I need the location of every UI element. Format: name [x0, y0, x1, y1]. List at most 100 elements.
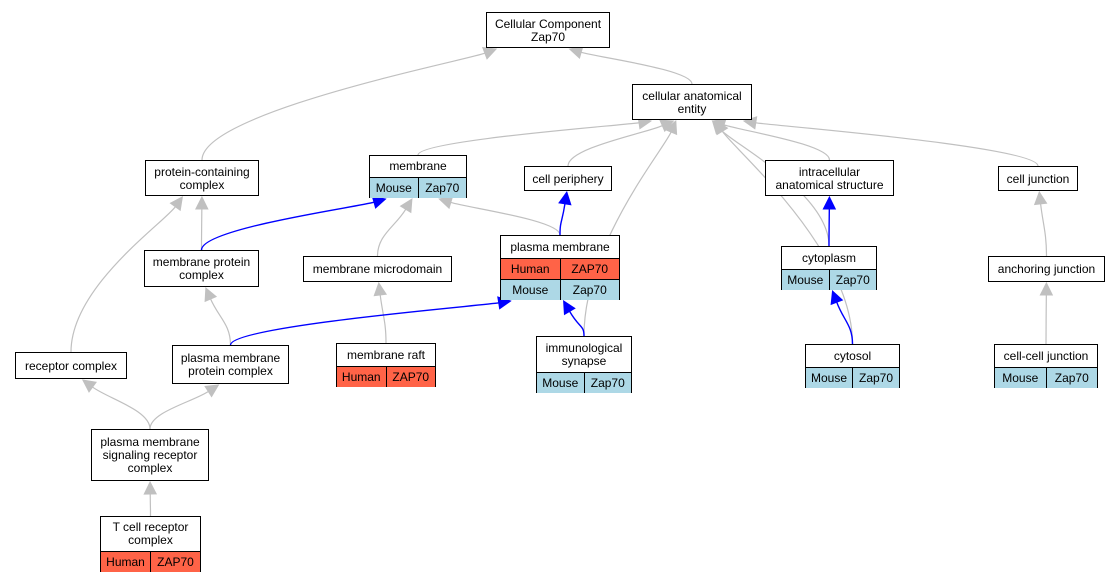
edge-membrane-protein-complex-to-membrane [200, 201, 375, 251]
node-label: receptor complex [24, 358, 118, 373]
node-label: plasma membrane protein complex [180, 351, 281, 378]
node-cell-junction: cell junction [998, 166, 1078, 191]
gene-cell: Zap70 [417, 178, 466, 198]
edge-intracellular-structure-to-anatomical-entity [723, 124, 831, 161]
species-cell: Mouse [782, 270, 829, 290]
species-cell: Human [337, 367, 386, 387]
edge-anatomical-entity-to-cc-root [580, 51, 693, 85]
node-label: plasma membrane signaling receptor compl… [100, 435, 200, 475]
gene-cell: Zap70 [852, 368, 899, 388]
node-label: membrane microdomain [312, 262, 443, 276]
edge-cell-junction-to-anatomical-entity [755, 122, 1039, 167]
edge-immunological-synapse-to-anatomical-entity [583, 131, 672, 337]
node-receptor-complex: receptor complex [15, 352, 127, 379]
node-label: cell periphery [532, 171, 604, 186]
node-anchoring-junction: anchoring junction [988, 256, 1105, 282]
edge-pm-signaling-receptor-complex-to-receptor-complex [92, 386, 151, 430]
node-membrane-microdomain: membrane microdomain [303, 256, 452, 282]
species-cell: Mouse [995, 368, 1046, 388]
node-label: plasma membrane [510, 239, 610, 254]
gene-cell: ZAP70 [385, 367, 435, 387]
node-label: anchoring junction [997, 262, 1096, 276]
edge-protein-containing-complex-to-cc-root [201, 52, 486, 161]
arrowhead [664, 119, 678, 136]
node-label: cytoplasm [801, 250, 857, 265]
node-cell-periphery: cell periphery [524, 166, 612, 191]
node-label: cellular anatomical entity [642, 88, 742, 116]
arrowhead [204, 384, 220, 398]
node-label: immunological synapse [545, 340, 623, 368]
node-label: membrane raft [346, 347, 426, 362]
gene-cell: Zap70 [583, 373, 631, 393]
edge-cytosol-to-anatomical-entity [721, 130, 854, 345]
node-label: membrane protein complex [152, 255, 251, 282]
node-protein-containing-complex: protein-containing complex [145, 160, 259, 196]
arrowhead [373, 281, 388, 297]
edge-immunological-synapse-to-plasma-membrane [569, 311, 585, 337]
node-label: Cellular Component Zap70 [494, 16, 602, 44]
node-label: cell-cell junction [1003, 348, 1089, 363]
edge-plasma-membrane-to-cell-periphery [559, 203, 566, 236]
arrowhead [822, 195, 837, 210]
arrowhead [482, 47, 498, 60]
species-cell: Mouse [501, 280, 560, 300]
arrowhead [169, 196, 184, 212]
node-label: T cell receptor complex [112, 520, 189, 547]
edge-membrane-microdomain-to-membrane [376, 208, 407, 257]
edge-pm-protein-complex-to-plasma-membrane [229, 302, 499, 346]
node-cc-root: Cellular Component Zap70 [486, 12, 610, 48]
gene-cell: Zap70 [559, 280, 619, 300]
arrowhead [195, 195, 209, 210]
edge-pm-signaling-receptor-complex-to-pm-protein-complex [149, 390, 209, 430]
species-cell: Mouse [537, 373, 584, 393]
node-membrane-protein-complex: membrane protein complex [144, 250, 259, 287]
gene-cell: ZAP70 [559, 259, 619, 279]
arrowhead [438, 196, 454, 210]
arrowhead [715, 120, 729, 136]
gene-cell: Zap70 [828, 270, 876, 290]
arrowhead [1039, 281, 1054, 296]
node-intracellular-structure: intracellular anatomical structure [765, 160, 894, 196]
arrowhead [399, 198, 413, 214]
node-pm-protein-complex: plasma membrane protein complex [172, 345, 289, 384]
node-anatomical-entity: cellular anatomical entity [632, 84, 752, 120]
edge-pm-protein-complex-to-membrane-protein-complex [210, 298, 232, 346]
edge-plasma-membrane-to-membrane [450, 201, 561, 236]
species-cell: Mouse [370, 178, 418, 198]
species-cell: Mouse [806, 368, 852, 388]
arrowhead [81, 379, 97, 393]
arrowhead [558, 190, 572, 206]
edge-cell-periphery-to-anatomical-entity [567, 125, 663, 167]
arrowhead [563, 300, 576, 316]
node-pm-signaling-receptor-complex: plasma membrane signaling receptor compl… [91, 429, 209, 481]
arrowhead [204, 286, 218, 303]
node-label: protein-containing complex [154, 164, 250, 192]
edge-anchoring-junction-to-cell-junction [1040, 203, 1048, 257]
node-label: intracellular anatomical structure [775, 164, 884, 192]
node-label: cell junction [1006, 171, 1070, 186]
arrowhead [1033, 190, 1048, 206]
arrowhead [568, 45, 584, 59]
node-label: membrane [389, 159, 447, 173]
arrowhead [830, 289, 844, 306]
edge-cytosol-to-cytoplasm [836, 301, 854, 345]
gene-cell: Zap70 [1045, 368, 1097, 388]
species-cell: Human [101, 552, 150, 572]
